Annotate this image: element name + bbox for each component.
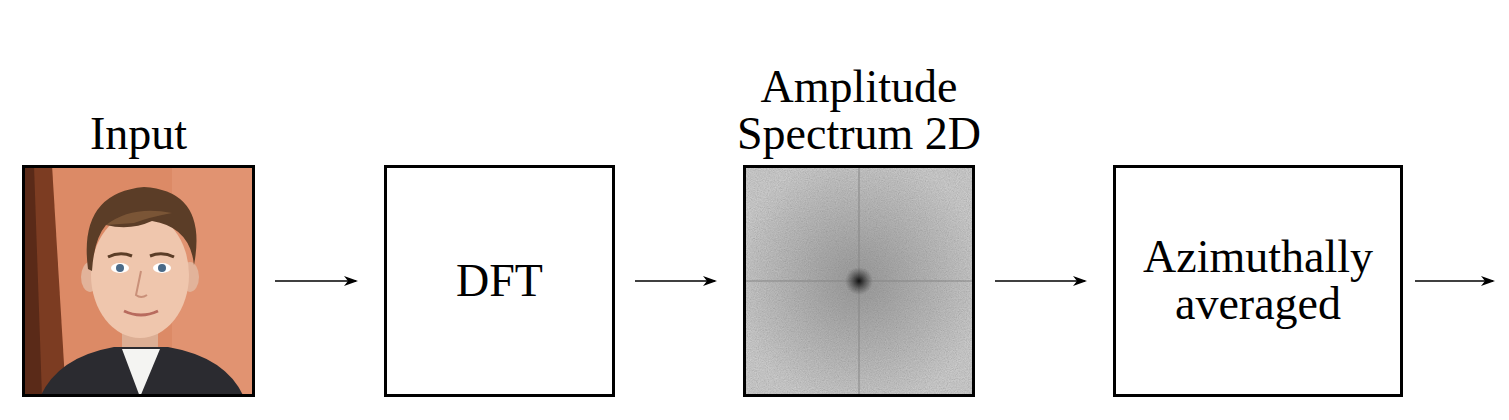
arrow-connector <box>995 276 1087 286</box>
box-label: DFT <box>446 258 553 305</box>
arrow-connector <box>275 276 358 286</box>
process-box: DFT <box>384 165 615 397</box>
process-box: Azimuthally averaged <box>1113 165 1403 397</box>
arrow-connector <box>635 276 717 286</box>
spectrum-image <box>743 165 975 397</box>
box-label: Azimuthally averaged <box>1116 234 1400 328</box>
face-photo <box>22 165 255 397</box>
heading-wrap: Input <box>15 111 262 158</box>
label-wrap: DFT <box>387 168 612 394</box>
image-box: Input <box>22 165 255 397</box>
image-box: Amplitude Spectrum 2D <box>743 165 975 397</box>
box-heading: Input <box>15 111 262 158</box>
box-heading: Amplitude Spectrum 2D <box>736 64 982 158</box>
label-wrap: Azimuthally averaged <box>1116 168 1400 394</box>
output-arrow <box>1405 271 1505 291</box>
heading-wrap: Amplitude Spectrum 2D <box>736 64 982 158</box>
